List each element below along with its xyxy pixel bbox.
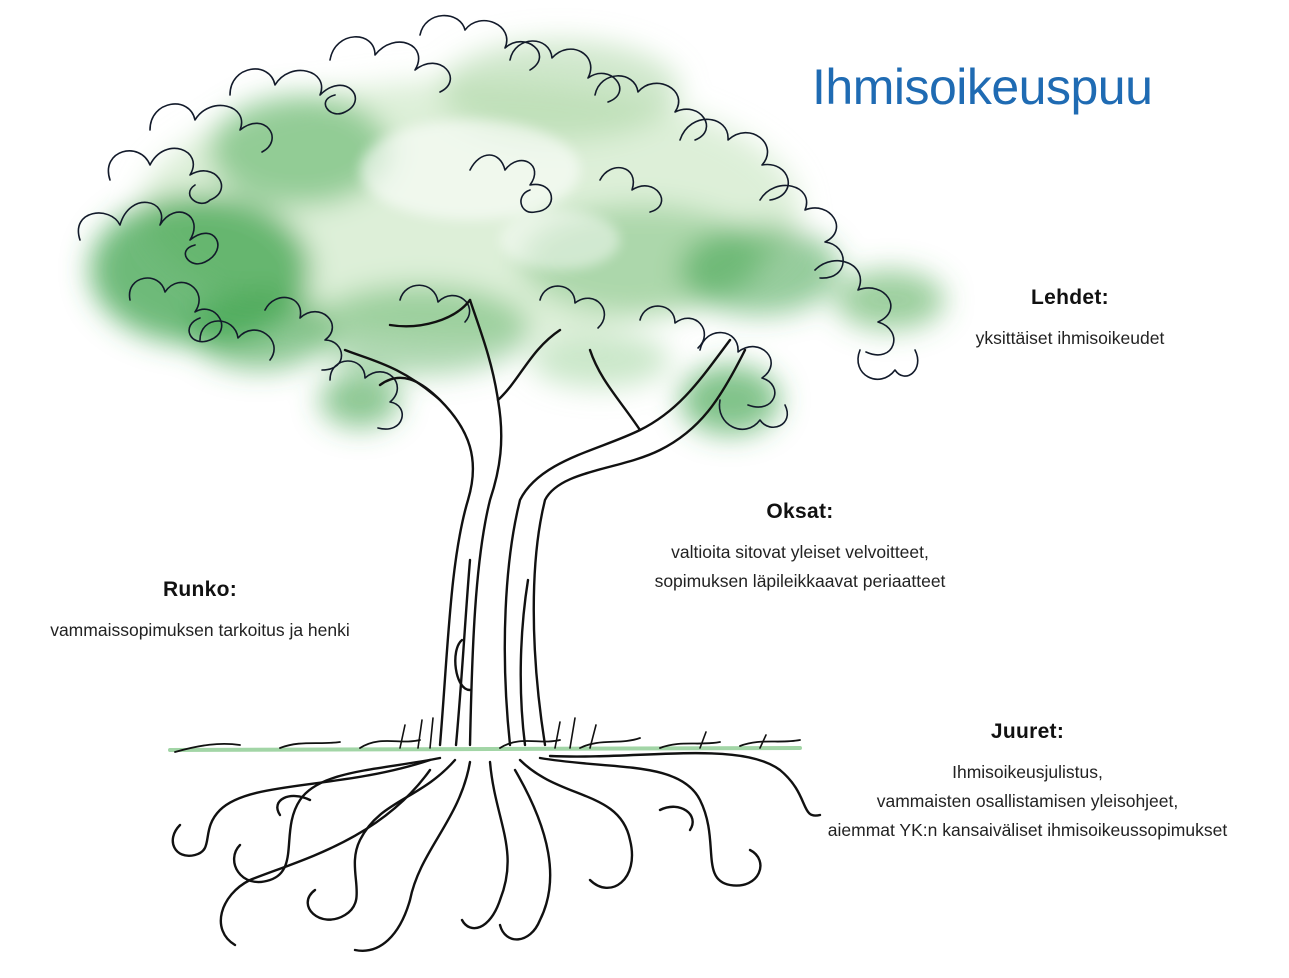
juuret-heading: Juuret: [770,720,1285,744]
lehdet-line: yksittäiset ihmisoikeudet [920,324,1220,353]
oksat-heading: Oksat: [590,500,1010,524]
juuret-line: aiemmat YK:n kansaiväliset ihmisoikeusso… [770,816,1285,845]
oksat-line: valtioita sitovat yleiset velvoitteet, [590,538,1010,567]
grass [170,718,800,752]
roots [173,753,820,951]
label-lehdet: Lehdet: yksittäiset ihmisoikeudet [920,286,1220,353]
label-runko: Runko: vammaissopimuksen tarkoitus ja he… [0,578,400,645]
juuret-line: vammaisten osallistamisen yleisohjeet, [770,787,1285,816]
juuret-line: Ihmisoikeusjulistus, [770,758,1285,787]
lehdet-heading: Lehdet: [920,286,1220,310]
label-juuret: Juuret: Ihmisoikeusjulistus, vammaisten … [770,720,1285,845]
oksat-line: sopimuksen läpileikkaavat periaatteet [590,567,1010,596]
label-oksat: Oksat: valtioita sitovat yleiset velvoit… [590,500,1010,596]
runko-line: vammaissopimuksen tarkoitus ja henki [0,616,400,645]
diagram-title: Ihmisoikeuspuu [812,58,1152,116]
runko-heading: Runko: [0,578,400,602]
